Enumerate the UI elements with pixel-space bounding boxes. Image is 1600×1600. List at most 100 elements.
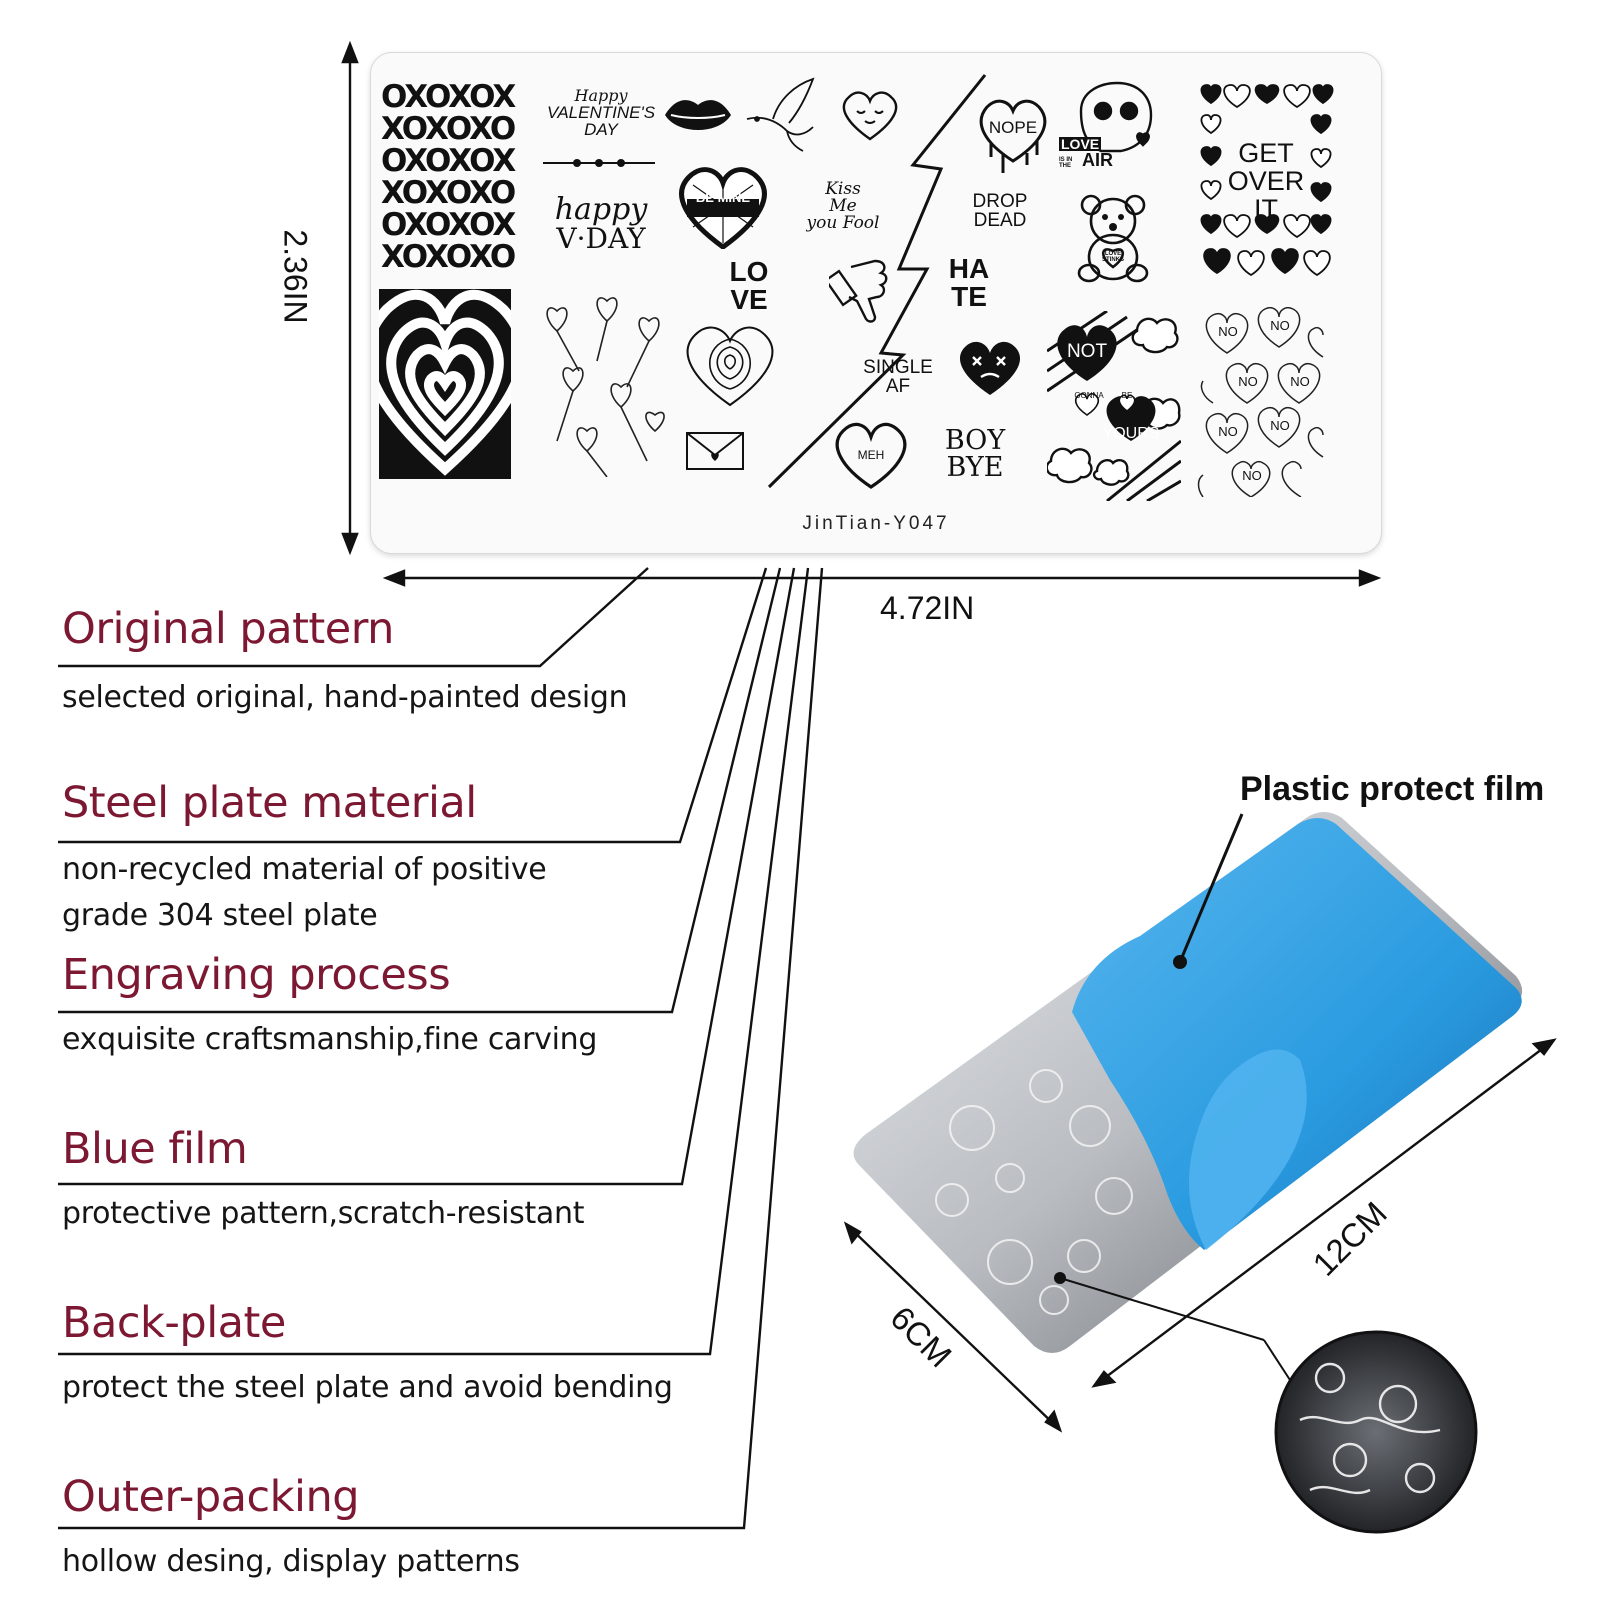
pattern-love-stinks: LOVE STINKS [1093,249,1133,265]
feature-desc-blue-film: protective pattern,scratch-resistant [62,1196,585,1231]
text-it: IT [1254,194,1278,224]
photo-dimension-arrows [843,1038,1557,1433]
text-no: NO [1290,373,1310,389]
x-eyes-heart-icon [959,341,1021,395]
feature-title-outer-packing: Outer-packing [62,1472,360,1522]
text-love-air: LOVE [1059,136,1102,152]
text-meh: MEH [857,448,885,462]
lips-icon [665,100,731,130]
rose-heart-icon [686,326,774,407]
lightning-bolt-line [767,74,987,489]
text-no: NO [1218,323,1238,339]
feature-title-original-pattern: Original pattern [62,604,394,654]
concentric-heart-pattern [379,289,511,479]
hearts-frame-pattern [1200,84,1334,277]
feature-desc-steel-plate-2: grade 304 steel plate [62,898,378,933]
plastic-film-label: Plastic protect film [1240,770,1545,808]
envelope-icon [686,432,744,470]
leader-line-5 [58,567,810,1356]
leader-line-2 [58,567,768,844]
text-dead: DEAD [973,210,1027,231]
pattern-boy-bye: BOY BYE [945,417,1005,491]
text-te: TE [951,281,987,312]
feature-desc-back-plate: protect the steel plate and avoid bendin… [62,1370,673,1405]
leader-line-3 [58,567,782,1014]
text-bye: BYE [946,452,1004,483]
text-not: NOT [1066,340,1108,362]
xo-line: OXOXOX [381,207,516,243]
xo-line: XOXOXO [381,111,516,147]
feature-desc-engraving: exquisite craftsmanship,fine carving [62,1022,598,1057]
feature-desc-steel-plate-1: non-recycled material of positive [62,852,547,887]
pattern-xoxo: OXOXOX XOXOXO OXOXOX XOXOXO OXOXOX XOXOX… [381,79,516,281]
zoom-detail-circle [1274,1330,1478,1534]
sleepy-heart-icon [842,91,898,141]
text-gonna: GONNA [1074,391,1104,400]
plate-model-label: JinTian-Y047 [802,513,950,534]
clouds-hearts-pattern [1047,311,1181,501]
xo-line: OXOXOX [381,79,516,115]
film-pointer-line [1178,813,1244,963]
width-dimension-arrow [382,569,1382,587]
xo-line: XOXOXO [381,175,516,211]
lollipop-hearts-pattern [546,297,665,477]
heart-divider-icon [543,159,655,167]
be-mine-heart-icon [679,167,767,249]
height-dimension-arrow [341,40,359,556]
no-hearts-pattern [1197,307,1324,497]
text-ve: VE [730,284,768,315]
xo-line: XOXOXO [381,239,516,275]
feature-title-back-plate: Back-plate [62,1298,286,1348]
nope-heart-icon [979,99,1047,173]
pattern-hate: HA TE [929,255,1009,311]
feature-leader-lines [58,567,824,1530]
leader-line-6 [58,567,824,1530]
film-pointer-dot [1173,955,1187,969]
text-drop: DROP [972,191,1028,212]
teddy-bear-icon [1077,194,1149,283]
text-af: AF [885,376,911,397]
text-is-in-the: IS IN THE [1059,157,1073,169]
plate-height-label: 2.36IN [277,229,314,324]
pattern-love-in-air: LOVE IS IN THE AIR [1059,133,1123,173]
text-kiss: Kiss [825,178,861,199]
zoom-pointer-line [1059,1277,1265,1341]
text-you-fool: you Fool [806,212,880,233]
text-no: NO [1238,373,1258,389]
leader-line-1 [58,567,649,668]
text-love-small: LOVE [1104,251,1122,257]
text-get: GET [1238,138,1294,168]
feature-title-blue-film: Blue film [62,1124,248,1174]
plate-width-label: 4.72IN [880,590,975,626]
film-peel-fold [1188,1049,1307,1250]
text-be: BE [1121,391,1133,400]
feature-desc-original-pattern: selected original, hand-painted design [62,680,628,715]
text-day: DAY [584,120,618,139]
pattern-happy-valentines: Happy VALENTINE'S DAY [541,81,661,145]
text-happy-script: happy [554,192,648,227]
text-be-mine: BE MINE [695,189,751,205]
text-lo: LO [729,256,769,287]
text-yours: YOURS [1102,425,1160,442]
text-over: OVER [1227,166,1305,196]
text-stinks: STINKS [1101,257,1124,263]
pattern-love: LO VE [709,258,789,314]
feature-title-steel-plate: Steel plate material [62,778,477,828]
text-no: NO [1218,423,1238,439]
text-ha: HA [948,253,990,284]
text-no: NO [1242,467,1262,483]
thumbs-down-icon [829,259,888,323]
pattern-kiss-me: Kiss Me you Fool [795,171,891,241]
pattern-get-over-it: GET OVER IT [1223,139,1309,223]
feature-desc-outer-packing: hollow desing, display patterns [62,1544,520,1579]
stamping-plate: OXOXOX XOXOXO OXOXOX XOXOXO OXOXOX XOXOX… [370,52,1382,554]
text-air: AIR [1082,150,1113,170]
air-line: IS IN THE AIR [1059,151,1113,169]
leader-line-4 [58,567,796,1186]
dove-icon [746,77,815,152]
blue-film [1072,818,1522,1250]
xo-line: OXOXOX [381,143,516,179]
text-no: NO [1270,317,1290,333]
